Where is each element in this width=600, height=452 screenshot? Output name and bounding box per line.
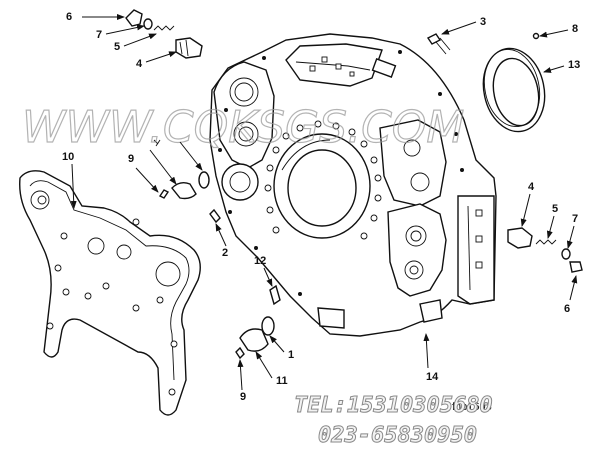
callout-8: 8 — [572, 23, 578, 35]
bolt-part-3 — [426, 33, 451, 55]
oil-seal — [482, 47, 546, 133]
callout-2: 2 — [222, 247, 228, 259]
callout-5-top: 5 — [114, 41, 120, 53]
right-plug-assembly — [507, 227, 583, 273]
watermark-tel: TEL:15310305680 — [294, 393, 493, 418]
figure-id: fhb1603 — [452, 401, 492, 413]
callout-13: 13 — [568, 59, 580, 71]
pin-part-8 — [532, 32, 540, 40]
mid-left-plug-assembly — [153, 139, 221, 224]
callout-6-top: 6 — [66, 11, 72, 23]
callout-7-top: 7 — [96, 29, 102, 41]
top-left-plug-assembly — [125, 9, 203, 59]
callout-14: 14 — [426, 371, 439, 383]
callouts: 6 7 5 4 3 8 13 10 9 2 12 1 11 9 14 4 5 — [62, 11, 580, 403]
callout-9-mid: 9 — [128, 153, 134, 165]
bolt-ring — [264, 120, 382, 240]
callout-5-right: 5 — [552, 203, 558, 215]
callout-9-bottom: 9 — [240, 391, 246, 403]
gasket-part — [19, 170, 201, 416]
callout-10: 10 — [62, 151, 74, 163]
bottom-plug-assembly — [235, 284, 281, 360]
callout-6-right: 6 — [564, 303, 570, 315]
callout-7-right: 7 — [572, 213, 578, 225]
callout-4-right: 4 — [528, 181, 535, 193]
flywheel-housing — [209, 33, 497, 337]
callout-4-top: 4 — [136, 58, 143, 70]
callout-1: 1 — [288, 349, 294, 361]
watermark-phone: 023-65830950 — [318, 423, 477, 448]
callout-11: 11 — [276, 375, 288, 387]
callout-12: 12 — [254, 255, 266, 267]
watermark-text: WWW.CQKSGS.COM — [22, 102, 464, 153]
callout-3: 3 — [480, 16, 486, 28]
